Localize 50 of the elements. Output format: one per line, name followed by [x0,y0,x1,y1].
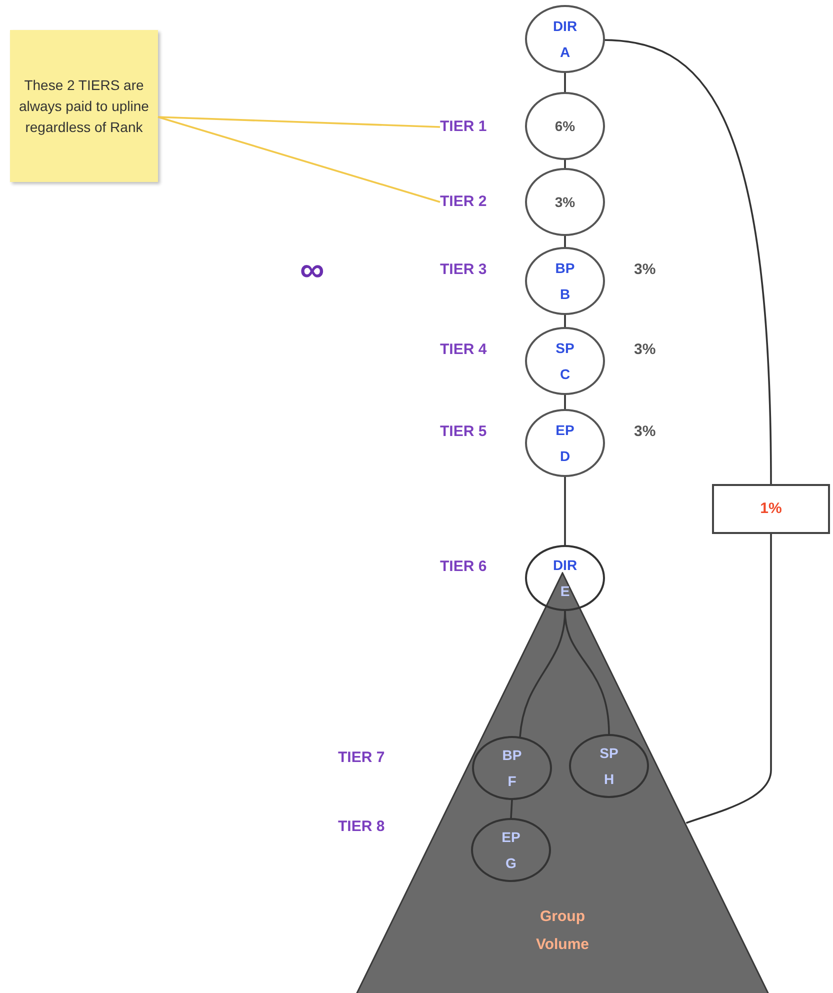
infinity-symbol: ∞ [300,252,324,288]
tier-label: TIER 8 [338,817,385,837]
circle-node [472,736,552,800]
note-text: These 2 TIERS are always paid to upline regardless of Rank [18,76,150,137]
connector-line [564,160,566,168]
connector-line [564,477,566,545]
tier-label: TIER 5 [440,422,487,442]
node-text: H [604,770,614,789]
node-text: E [560,582,570,601]
rank-text: EP [502,828,520,847]
tier-label: TIER 7 [338,748,385,768]
connector-line [564,73,566,92]
rank-text: EP [556,421,574,440]
rank-text: BP [502,746,522,765]
rank-text: DIR [552,17,578,36]
connector-line [564,236,566,247]
tier-text: TIER 2 [440,192,487,212]
connector-line [564,610,610,734]
node-text: 3% [554,193,576,212]
node-text: 6% [554,117,576,136]
leader-line [158,116,440,128]
connector-line [510,800,513,818]
percent-label: 3% [634,340,656,360]
group-label: Group Volume [534,907,590,955]
tier-label: TIER 3 [440,260,487,280]
percent-box [712,484,830,534]
tier-label: TIER 4 [440,340,487,360]
rank-text: SP [556,339,574,358]
circle-node [569,734,649,798]
sticky-note [10,30,158,182]
tier-label: TIER 6 [440,557,487,577]
node-text: F [508,772,516,791]
node-text: B [560,285,570,304]
leader-line [158,116,440,203]
connector-line [564,315,566,327]
tier-text: TIER 1 [440,116,487,137]
node-text: D [560,447,570,466]
node-text: A [560,43,570,62]
rank-text: BP [555,259,575,278]
connector-line [602,39,772,484]
node-text: C [560,365,570,384]
rank-text: SP [600,744,618,763]
connector-line [564,395,566,409]
percent-label: 3% [634,422,656,442]
connector-line [686,534,772,824]
node-text: G [506,854,516,873]
circle-node [471,818,551,882]
rank-text: DIR [552,556,578,575]
node-text: 1% [760,498,782,519]
percent-label: 3% [634,260,656,280]
